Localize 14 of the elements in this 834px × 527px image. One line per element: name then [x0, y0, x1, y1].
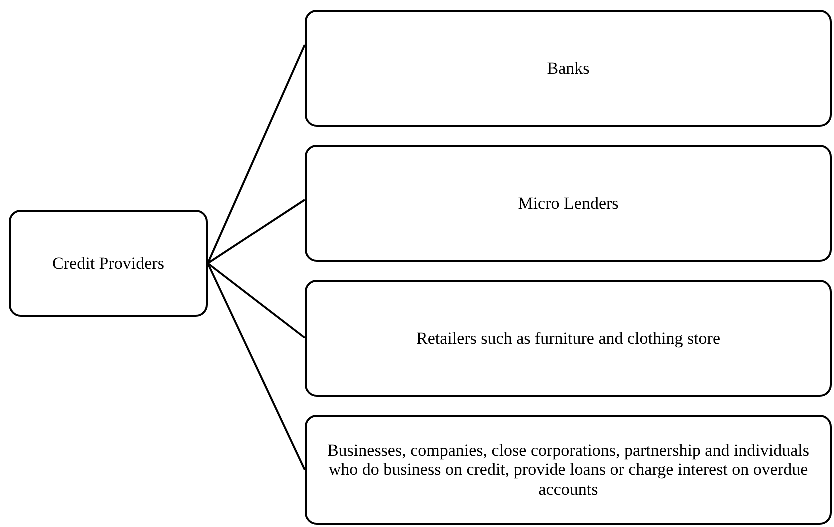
node-label: Micro Lenders: [518, 194, 619, 214]
connector-line: [207, 262, 306, 339]
rounded-box: [305, 415, 832, 525]
connector-line: [207, 199, 306, 264]
connector-line: [207, 263, 306, 470]
rounded-box: [305, 145, 832, 262]
rounded-box: [9, 210, 208, 317]
rounded-box: [305, 280, 832, 397]
node-label: Banks: [547, 58, 590, 78]
node-label: Retailers such as furniture and clothing store: [416, 328, 721, 348]
connector-line: [207, 44, 306, 264]
node-label: Businesses, companies, close corporations, partnership and individuals who do business on credit, provide loans or charge interest on overdue accounts: [326, 440, 811, 500]
node-label: Credit Providers: [52, 254, 164, 274]
rounded-box: [305, 10, 832, 127]
